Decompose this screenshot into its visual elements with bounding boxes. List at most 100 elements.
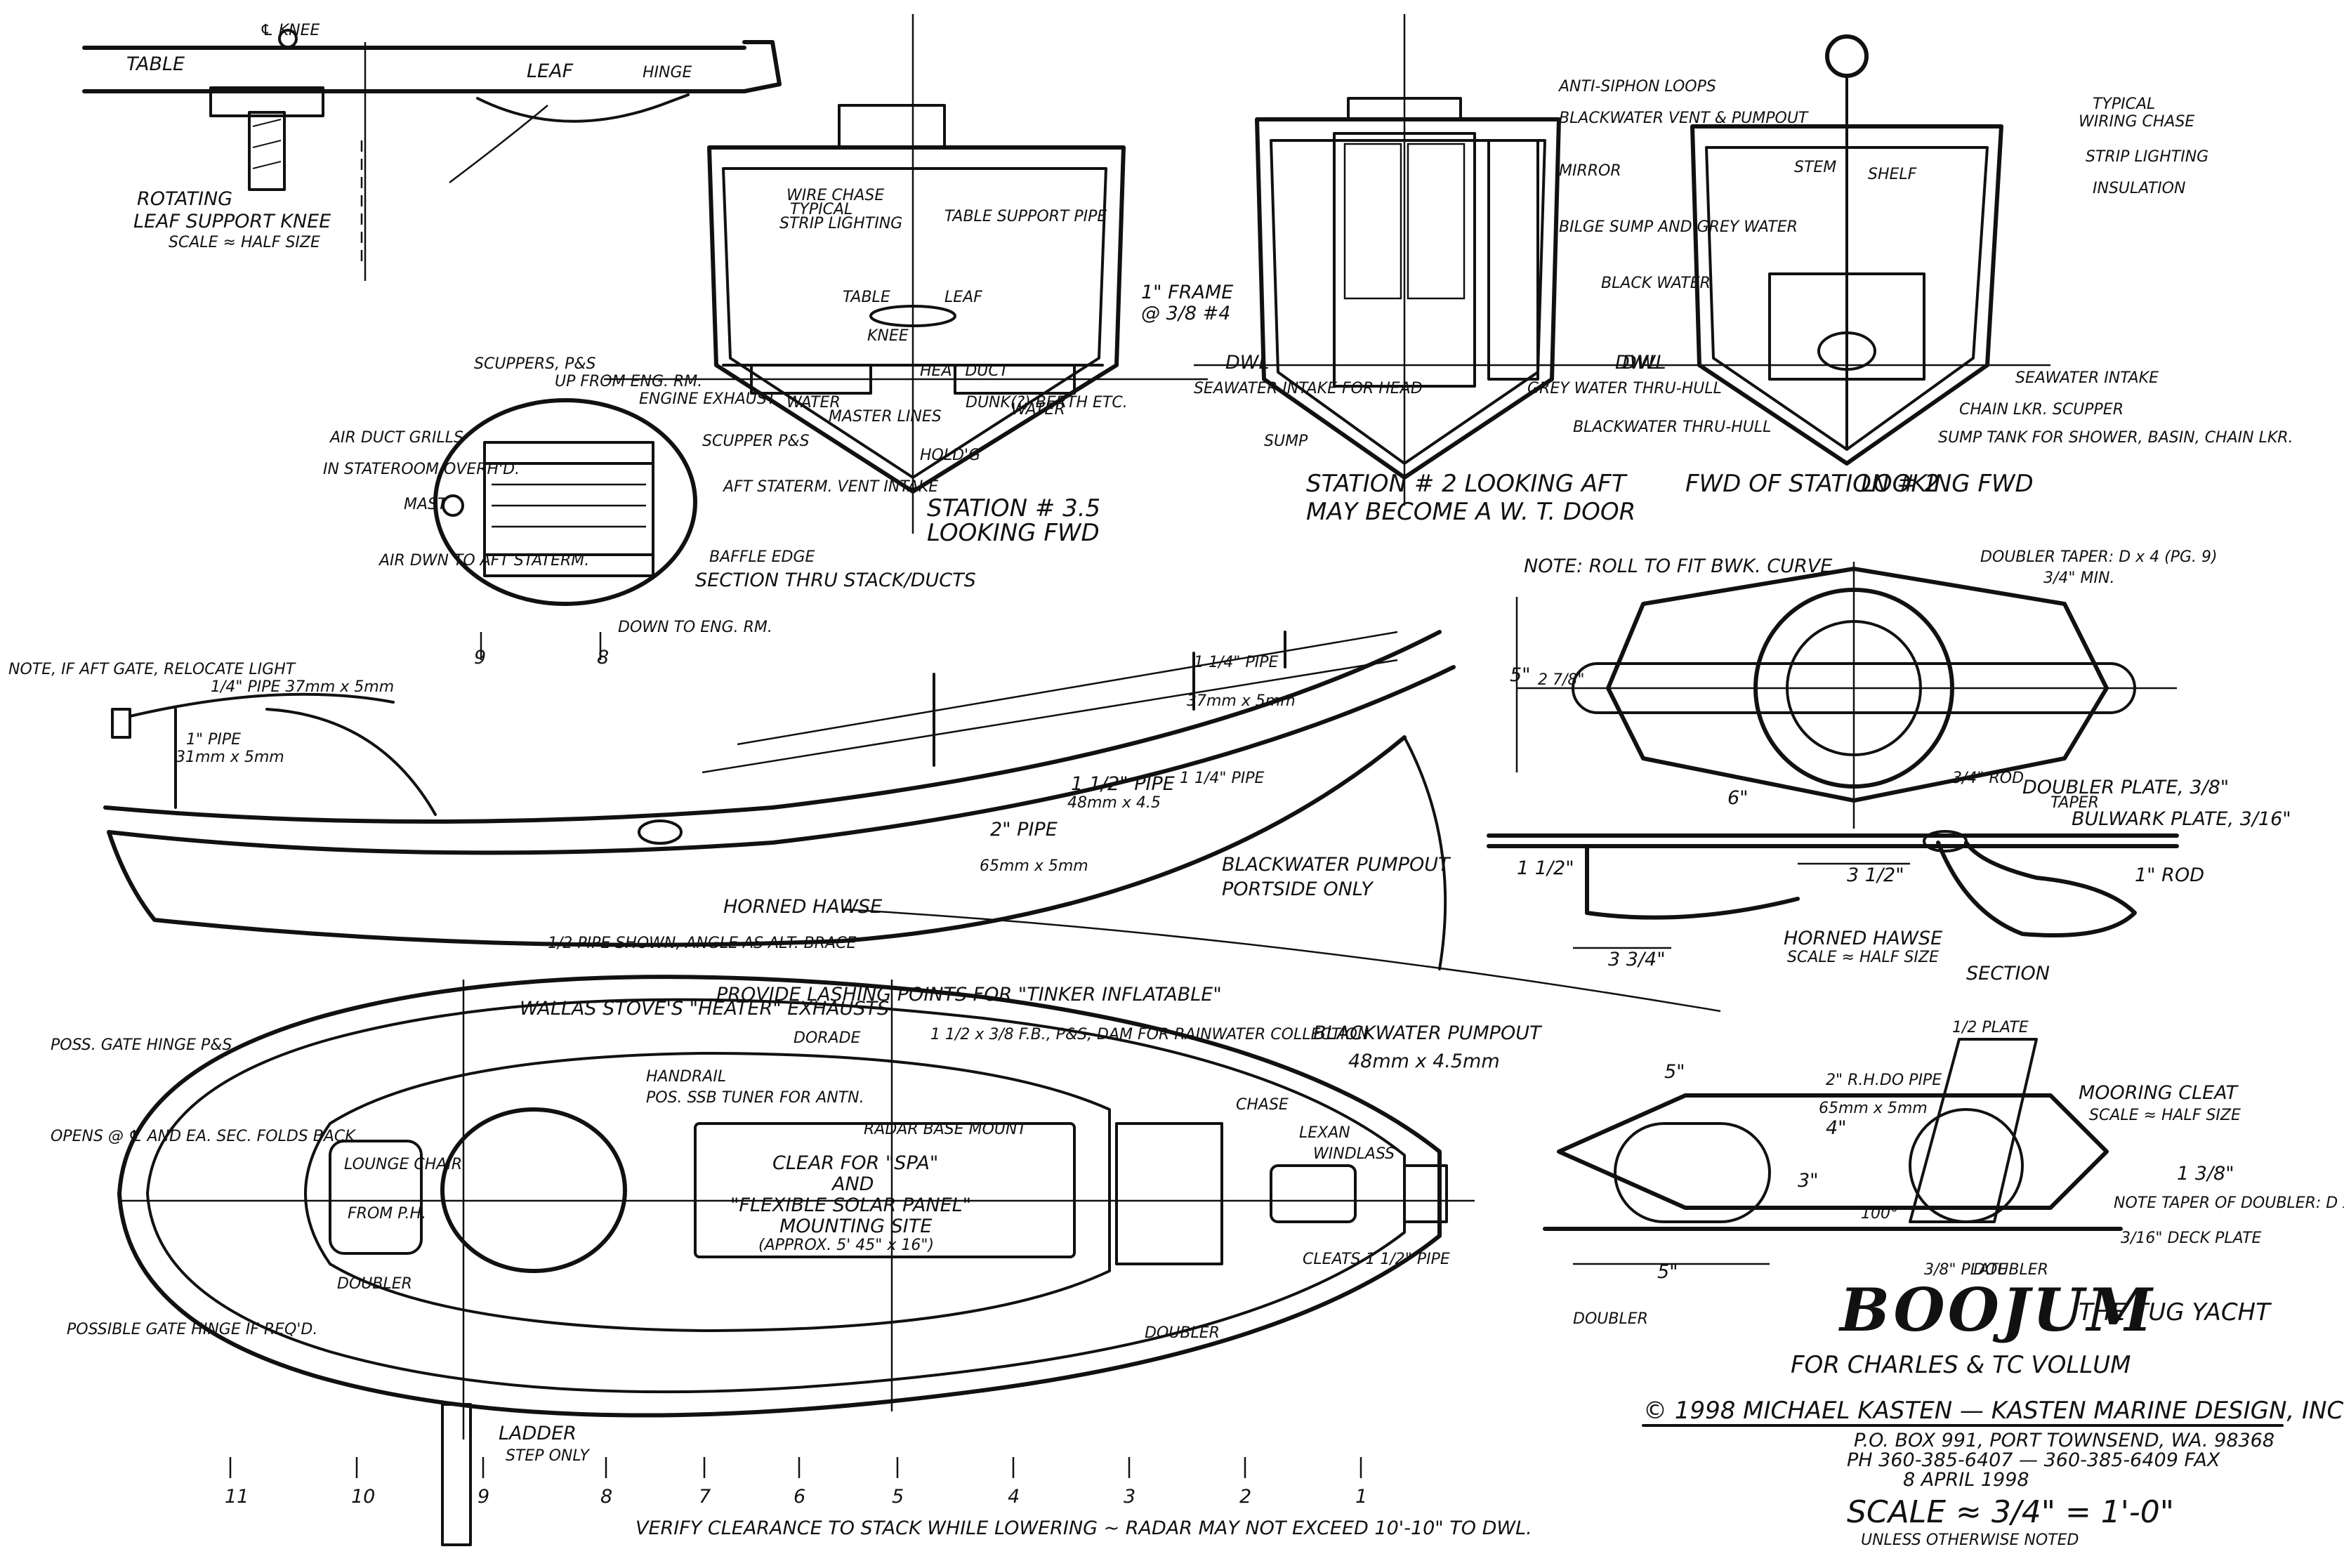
profile-1-pipe: 1" PIPE	[186, 731, 241, 749]
profile-112-size: 48mm x 4.5	[1067, 794, 1161, 812]
plan-radar-mount: RADAR BASE MOUNT	[864, 1121, 1027, 1138]
stack-down: DOWN TO ENG. RM.	[618, 619, 772, 636]
stack-aft-vent: AFT STATERM. VENT INTAKE	[722, 478, 938, 496]
st35-table-support: TABLE SUPPORT PIPE	[944, 208, 1107, 225]
hawse-dim-5: 5"	[1510, 664, 1531, 686]
plan-ssb-tuner: POS. SSB TUNER FOR ANTN.	[646, 1089, 864, 1107]
station-number-9: 9	[478, 1486, 489, 1508]
stack-up-from: UP FROM ENG. RM.	[555, 373, 702, 390]
knee-title-1: ROTATING	[137, 188, 232, 210]
hawse-dim-278: 2 7/8"	[1538, 671, 1585, 689]
stack-air-down: AIR DWN TO AFT STATERM.	[378, 552, 589, 569]
plan-cleats: CLEATS 1 1/2" PIPE	[1303, 1251, 1450, 1268]
cleat-doubler: DOUBLER	[1973, 1261, 2048, 1279]
st2-dwl: DWL	[1622, 352, 1666, 374]
fwd-strip-lighting: STRIP LIGHTING	[2086, 148, 2208, 166]
station-number-2: 2	[1239, 1486, 1251, 1508]
stack-scuppers: SCUPPERS, P&S	[474, 355, 596, 373]
plan-clear-spa: CLEAR FOR "SPA"	[772, 1152, 938, 1174]
station-number-11: 11	[225, 1486, 249, 1508]
plan-doubler-fwd: DOUBLER	[1145, 1324, 1220, 1342]
fwd-typical: TYPICAL	[2093, 95, 2155, 113]
st2-black-water: BLACK WATER	[1601, 275, 1711, 292]
st2-title: STATION # 2 LOOKING AFT	[1306, 470, 1628, 498]
profile-112-pipe: 1 1/2" PIPE	[1071, 773, 1175, 795]
hs-title: HORNED HAWSE	[1784, 928, 1942, 949]
plan-from-ph: FROM P.H.	[348, 1205, 426, 1223]
station-number-1: 1	[1355, 1486, 1367, 1508]
fwd-sump-tank: SUMP TANK FOR SHOWER, BASIN, CHAIN LKR.	[1938, 429, 2293, 447]
profile-114-pipe: 1 1/4" PIPE	[1194, 654, 1279, 671]
st2-black-thru-hull: BLACKWATER THRU-HULL	[1573, 419, 1771, 436]
cleat-pipe-size: 65mm x 5mm	[1819, 1100, 1928, 1117]
st2-mirror: MIRROR	[1559, 162, 1621, 180]
hawse-doubler-taper: DOUBLER TAPER: D x 4 (PG. 9)	[1980, 548, 2218, 566]
fwd-stem: STEM	[1794, 159, 1836, 176]
profile-2-pipe-size: 65mm x 5mm	[980, 857, 1088, 875]
stack-stateroom: IN STATEROOM OVERH'D.	[323, 461, 520, 478]
station-number-6: 6	[794, 1486, 805, 1508]
stack-scupper: SCUPPER P&S	[702, 433, 810, 450]
hs-taper: TAPER	[2050, 794, 2099, 812]
hs-section: SECTION	[1966, 963, 2050, 984]
station-number-3: 3	[1124, 1486, 1135, 1508]
st2-seawater-intake: SEAWATER INTAKE FOR HEAD	[1194, 380, 1423, 397]
knee-hinge-label: HINGE	[643, 64, 692, 81]
fwd-chain-scupper: CHAIN LKR. SCUPPER	[1959, 401, 2124, 419]
st35-frame-spacing: @ 3/8 #4	[1141, 303, 1230, 324]
boat-name-logo: BOOJUM	[1838, 1275, 2155, 1345]
plan-mounting-site: MOUNTING SITE	[779, 1215, 932, 1237]
st35-holding: HOLD'G	[920, 447, 980, 464]
plan-step-only: STEP ONLY	[506, 1447, 590, 1465]
plan-dorade: DORADE	[794, 1029, 861, 1047]
profile-114-pipe-b: 1 1/4" PIPE	[1180, 770, 1265, 787]
boat-subtitle: THE TUG YACHT	[2079, 1298, 2272, 1326]
hawse-section: 3/4" ROD DOUBLER PLATE, 3/8" TAPER BULWA…	[1487, 770, 2291, 984]
hs-bulwark: BULWARK PLATE, 3/16"	[2072, 808, 2291, 830]
stack-station-8: 8	[597, 647, 609, 668]
copyright-line: © 1998 MICHAEL KASTEN — KASTEN MARINE DE…	[1643, 1397, 2344, 1425]
fwd-dwl: DWL	[1615, 352, 1659, 374]
profile-pumpout: BLACKWATER PUMPOUT	[1222, 854, 1451, 876]
hs-doubler: DOUBLER PLATE, 3/8"	[2022, 777, 2229, 798]
st2-anti-siphon: ANTI-SIPHON LOOPS	[1558, 78, 1716, 95]
address-line: P.O. BOX 991, PORT TOWNSEND, WA. 98368	[1854, 1430, 2274, 1451]
stack-air-duct: AIR DUCT GRILLS	[329, 429, 463, 447]
plan-lashing: PROVIDE LASHING POINTS FOR "TINKER INFLA…	[716, 984, 1222, 1006]
plan-gate-opens: OPENS @ ℄ AND EA. SEC. FOLDS BACK	[51, 1128, 356, 1145]
cleat-38-plate: 3/8" PLATE	[1924, 1261, 2008, 1279]
st35-water-stbd: WATER	[1011, 401, 1065, 419]
stack-station-9: 9	[474, 647, 486, 668]
plan-lexan: LEXAN	[1299, 1124, 1350, 1142]
hs-dim-312: 3 1/2"	[1847, 864, 1904, 886]
phone-line: PH 360-385-6407 — 360-385-6409 FAX	[1847, 1449, 2220, 1471]
st35-subtitle: LOOKING FWD	[927, 519, 1100, 547]
cleat-title: MOORING CLEAT	[2079, 1082, 2239, 1104]
plan-chase: CHASE	[1236, 1096, 1289, 1114]
hs-dim-112: 1 1/2"	[1517, 857, 1574, 879]
profile-2-pipe: 2" PIPE	[990, 819, 1058, 841]
station-number-4: 4	[1008, 1486, 1020, 1508]
st2-blackwater-vent: BLACKWATER VENT & PUMPOUT	[1559, 110, 1809, 127]
plan-possible-hinge: POSSIBLE GATE HINGE IF REQ'D.	[67, 1321, 317, 1338]
plan-verify-clearance: VERIFY CLEARANCE TO STACK WHILE LOWERING…	[636, 1517, 1532, 1539]
profile-view: NOTE, IF AFT GATE, RELOCATE LIGHT 1/4" P…	[8, 630, 1721, 1013]
plan-doubler-aft: DOUBLER	[337, 1275, 412, 1293]
cleat-dim-5a: 5"	[1664, 1061, 1685, 1083]
fwd-station-2-section: TYPICAL WIRING CHASE STRIP LIGHTING INSU…	[1615, 34, 2293, 498]
hawse-min: 3/4" MIN.	[2043, 569, 2114, 587]
plan-view: 1/2 PIPE SHOWN, ANGLE AS ALT. BRACE WALL…	[51, 935, 1543, 1546]
stack-title: SECTION THRU STACK/DUCTS	[695, 569, 976, 591]
plan-windlass: WINDLASS	[1313, 1145, 1395, 1163]
profile-portside: PORTSIDE ONLY	[1222, 878, 1374, 900]
cleat-dim-138: 1 3/8"	[2177, 1163, 2234, 1185]
hawse-plan: NOTE: ROLL TO FIT BWK. CURVE DOUBLER TAP…	[1510, 548, 2218, 829]
cleat-dim-3: 3"	[1798, 1170, 1819, 1192]
st2-grey-thru-hull: GREY WATER THRU-HULL	[1527, 380, 1722, 397]
st2-sump: SUMP	[1264, 433, 1308, 450]
station-3-5-section: WIRE CHASE TYPICAL STRIP LIGHTING TABLE …	[604, 14, 1270, 547]
cleat-doubler-label: DOUBLER	[1573, 1310, 1648, 1328]
scale-note: UNLESS OTHERWISE NOTED	[1861, 1531, 2079, 1549]
st35-wire-chase: WIRE CHASE	[786, 187, 884, 204]
